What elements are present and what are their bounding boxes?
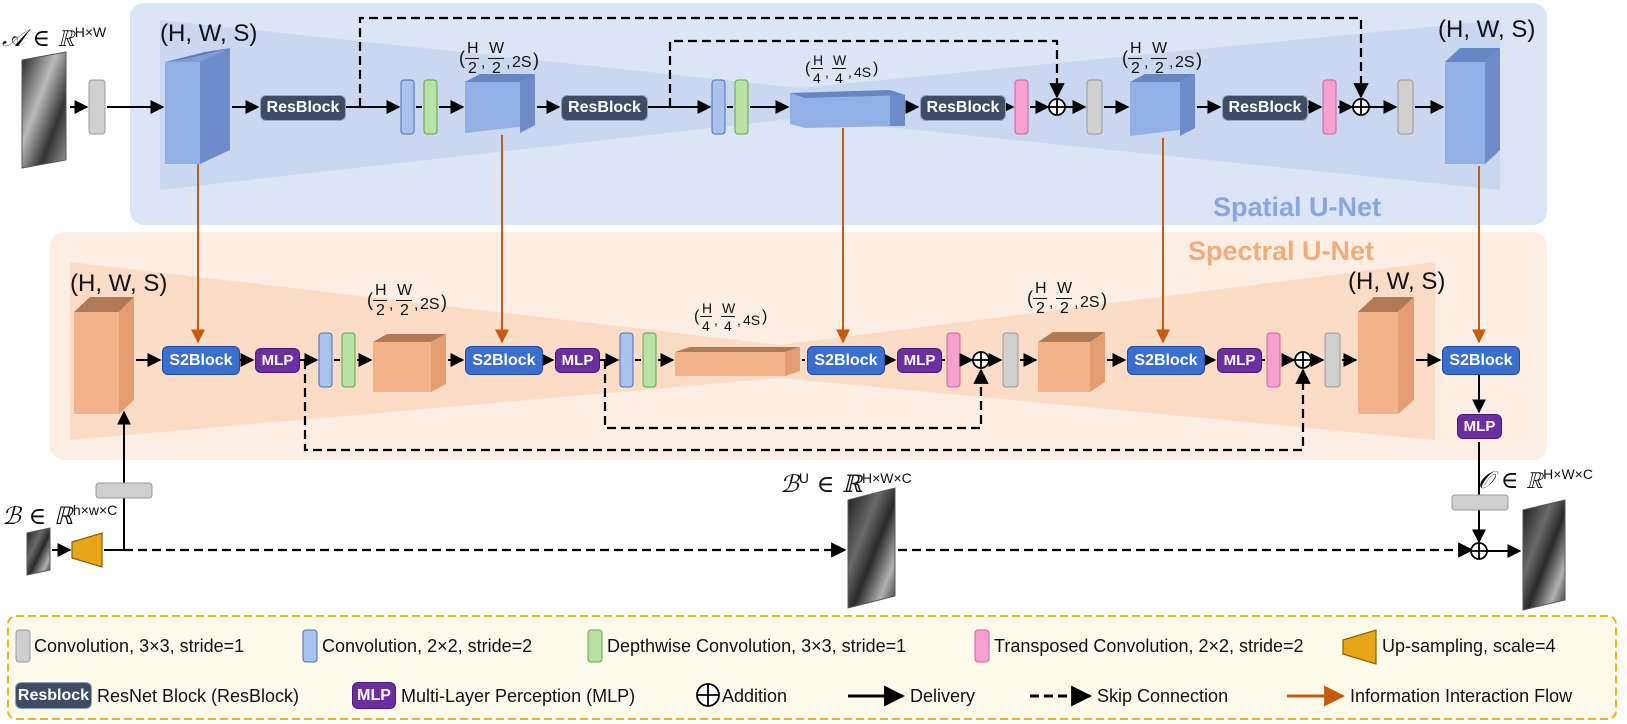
legend-resblock-label: ResNet Block (ResBlock): [97, 686, 300, 706]
spectral-cube-half-right: [1038, 332, 1105, 392]
spatial-cube-full-right: [1445, 48, 1500, 164]
conv2-spectral-2: [619, 332, 634, 388]
dim-label-spatial-full-left: (H, W, S): [160, 20, 258, 47]
dwconv-spectral-2: [642, 332, 657, 388]
legend-addition-label: Addition: [722, 686, 788, 706]
legend-skip-label: Skip Connection: [1097, 686, 1229, 706]
conv3-spectral-2: [1324, 332, 1341, 388]
output-image: [1522, 499, 1566, 611]
addition-spectral-1: [972, 351, 990, 369]
s2block-1: S2Block: [162, 346, 240, 375]
conv2-spatial-1: [400, 79, 415, 135]
mlp-output: MLP: [1457, 414, 1502, 439]
legend-dwconv-label: Depthwise Convolution, 3×3, stride=1: [607, 636, 907, 656]
legend-tconv-swatch: [974, 629, 990, 663]
conv2-spectral-1: [318, 332, 333, 388]
s2block-3: S2Block: [807, 346, 885, 375]
spatial-cube-half-left: [465, 74, 535, 133]
legend-tconv-label: Transposed Convolution, 2×2, stride=2: [994, 636, 1304, 656]
s2block-2: S2Block: [465, 346, 543, 375]
legend-mlp-label: Multi-Layer Perception (MLP): [401, 686, 636, 706]
legend-conv3-swatch: [15, 629, 31, 663]
dim-label-spectral-half-right: ( H 2 , W 2 , 2S ): [1027, 280, 1107, 317]
conv3-spectral-1: [1002, 332, 1019, 388]
legend-resblock-tag: Resblock: [15, 682, 92, 709]
spectral-cube-full-right: [1358, 297, 1414, 414]
addition-spatial-1: [1048, 98, 1066, 116]
resblock-spatial-4: ResBlock: [1222, 95, 1308, 121]
spectral-cube-full-left: [74, 297, 134, 414]
s2block-4: S2Block: [1127, 346, 1205, 375]
tconv-spatial-2: [1322, 79, 1337, 135]
conv2-spatial-2: [711, 79, 726, 135]
upsampled-label: ℬU ∈ ℝH×W×C: [780, 470, 912, 498]
interaction-flows: [191, 128, 1486, 344]
spectral-cube-quarter: [675, 347, 800, 376]
conv3-spatial-1: [1086, 79, 1103, 135]
upsampling-block: [71, 532, 103, 568]
dwconv-spectral-1: [341, 332, 356, 388]
dim-label-spectral-full-left: (H, W, S): [70, 270, 168, 297]
output-label: 𝒪 ∈ ℝH×W×C: [1478, 466, 1593, 494]
spatial-cube-full-left: [165, 48, 230, 164]
resblock-spatial-1: ResBlock: [260, 95, 346, 121]
legend-dwconv-swatch: [587, 629, 603, 663]
dim-label-spatial-full-right: (H, W, S): [1438, 16, 1536, 43]
spatial-unet-title: Spatial U-Net: [1213, 192, 1382, 222]
upsampled-image: [847, 487, 896, 609]
dim-label-spatial-half-left: ( H 2 , W 2 , 2S ): [459, 40, 539, 77]
legend-frame: [7, 615, 1617, 720]
legend-addition-icon: [696, 683, 720, 707]
dim-label-spectral-full-right: (H, W, S): [1348, 268, 1446, 295]
legend-mlp-tag: MLP: [352, 682, 396, 709]
spectral-delivery-arrows: [136, 353, 1486, 414]
addition-spatial-2: [1352, 98, 1370, 116]
input-a-label: 𝒜 ∈ ℝH×W: [2, 24, 107, 52]
legend-conv2-swatch: [302, 629, 318, 663]
dim-label-spatial-half-right: ( H 2 , W 2 , 2S ): [1122, 40, 1202, 77]
mlp-2: MLP: [555, 348, 600, 373]
spectral-cube-half-left: [373, 334, 446, 392]
spatial-skip-connections: [358, 16, 1369, 107]
spatial-cube-quarter: [790, 90, 905, 128]
legend-conv2-label: Convolution, 2×2, stride=2: [322, 636, 533, 656]
addition-output: [1470, 542, 1488, 560]
resblock-spatial-3: ResBlock: [920, 95, 1006, 121]
resblock-spatial-2: ResBlock: [561, 95, 648, 121]
spatial-cube-half-right: [1130, 74, 1195, 136]
input-image-a: [21, 51, 67, 169]
dim-label-spatial-quarter: ( H 4 , W 4 , 4S ): [805, 52, 879, 86]
addition-spectral-2: [1294, 351, 1312, 369]
mlp-1: MLP: [255, 348, 300, 373]
tconv-spectral-1: [946, 332, 961, 388]
dim-label-spectral-half-left: ( H 2 , W 2 , 2S ): [367, 282, 447, 319]
legend-upsample-label: Up-sampling, scale=4: [1382, 636, 1556, 656]
spectral-funnel-right: [780, 262, 1435, 440]
mlp-4: MLP: [1217, 348, 1262, 373]
dwconv-spatial-2: [734, 79, 749, 135]
tconv-spectral-2: [1266, 332, 1281, 388]
conv3-output: [1451, 494, 1509, 511]
legend-upsample-swatch: [1342, 629, 1377, 665]
mlp-3: MLP: [897, 348, 942, 373]
legend-conv3-label: Convolution, 3×3, stride=1: [34, 636, 245, 656]
s2block-5: S2Block: [1442, 346, 1520, 375]
conv3-spatial-in: [88, 79, 106, 135]
conv3-input-b: [95, 482, 153, 499]
spectral-unet-title: Spectral U-Net: [1188, 236, 1375, 266]
input-image-b: [26, 527, 51, 576]
dwconv-spatial-1: [423, 79, 438, 135]
input-b-label: ℬ ∈ ℝh×w×C: [2, 502, 118, 530]
legend-delivery-label: Delivery: [910, 686, 976, 706]
legend-interaction-label: Information Interaction Flow: [1350, 686, 1573, 706]
conv3-spatial-2: [1397, 79, 1414, 135]
dim-label-spectral-quarter: ( H 4 , W 4 , 4S ): [694, 300, 768, 334]
tconv-spatial-1: [1014, 79, 1029, 135]
spectral-skip-connections: [303, 360, 1311, 452]
